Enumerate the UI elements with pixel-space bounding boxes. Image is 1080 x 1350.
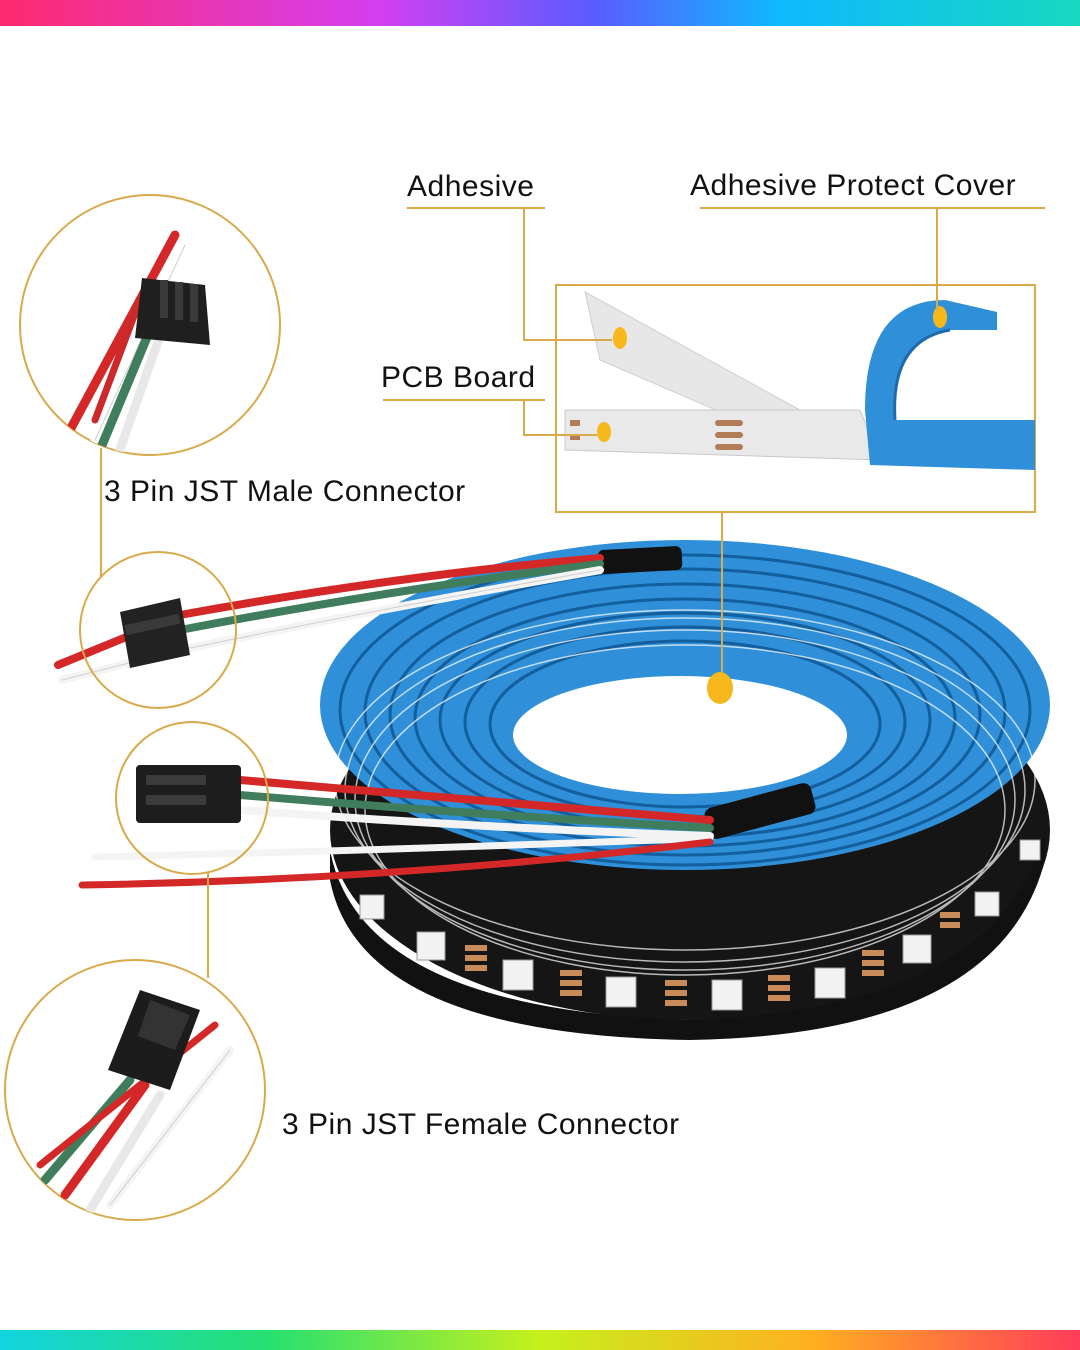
bottom-rainbow-bar: [0, 1330, 1080, 1350]
adhesive-label: Adhesive: [407, 170, 535, 203]
strip-layer-inset: [555, 284, 1036, 513]
male-connector-zoom-circle: [19, 194, 281, 456]
top-rainbow-bar: [0, 0, 1080, 26]
leader-lines: [100, 207, 1045, 978]
led-strip-reel-illustration: [320, 540, 1050, 1040]
female-connector-label: 3 Pin JST Female Connector: [282, 1108, 680, 1141]
pcb-board-label: PCB Board: [381, 361, 536, 394]
reel-marker-dot: [707, 672, 733, 704]
jst-male-plug-icon: [79, 551, 237, 709]
female-lead-wires: [78, 776, 714, 889]
jst-female-plug-icon: [115, 721, 269, 875]
female-connector-zoom-circle: [4, 959, 266, 1221]
male-lead-wires: [54, 554, 604, 684]
male-connector-label: 3 Pin JST Male Connector: [104, 475, 466, 508]
adhesive-protect-cover-label: Adhesive Protect Cover: [690, 169, 1017, 202]
